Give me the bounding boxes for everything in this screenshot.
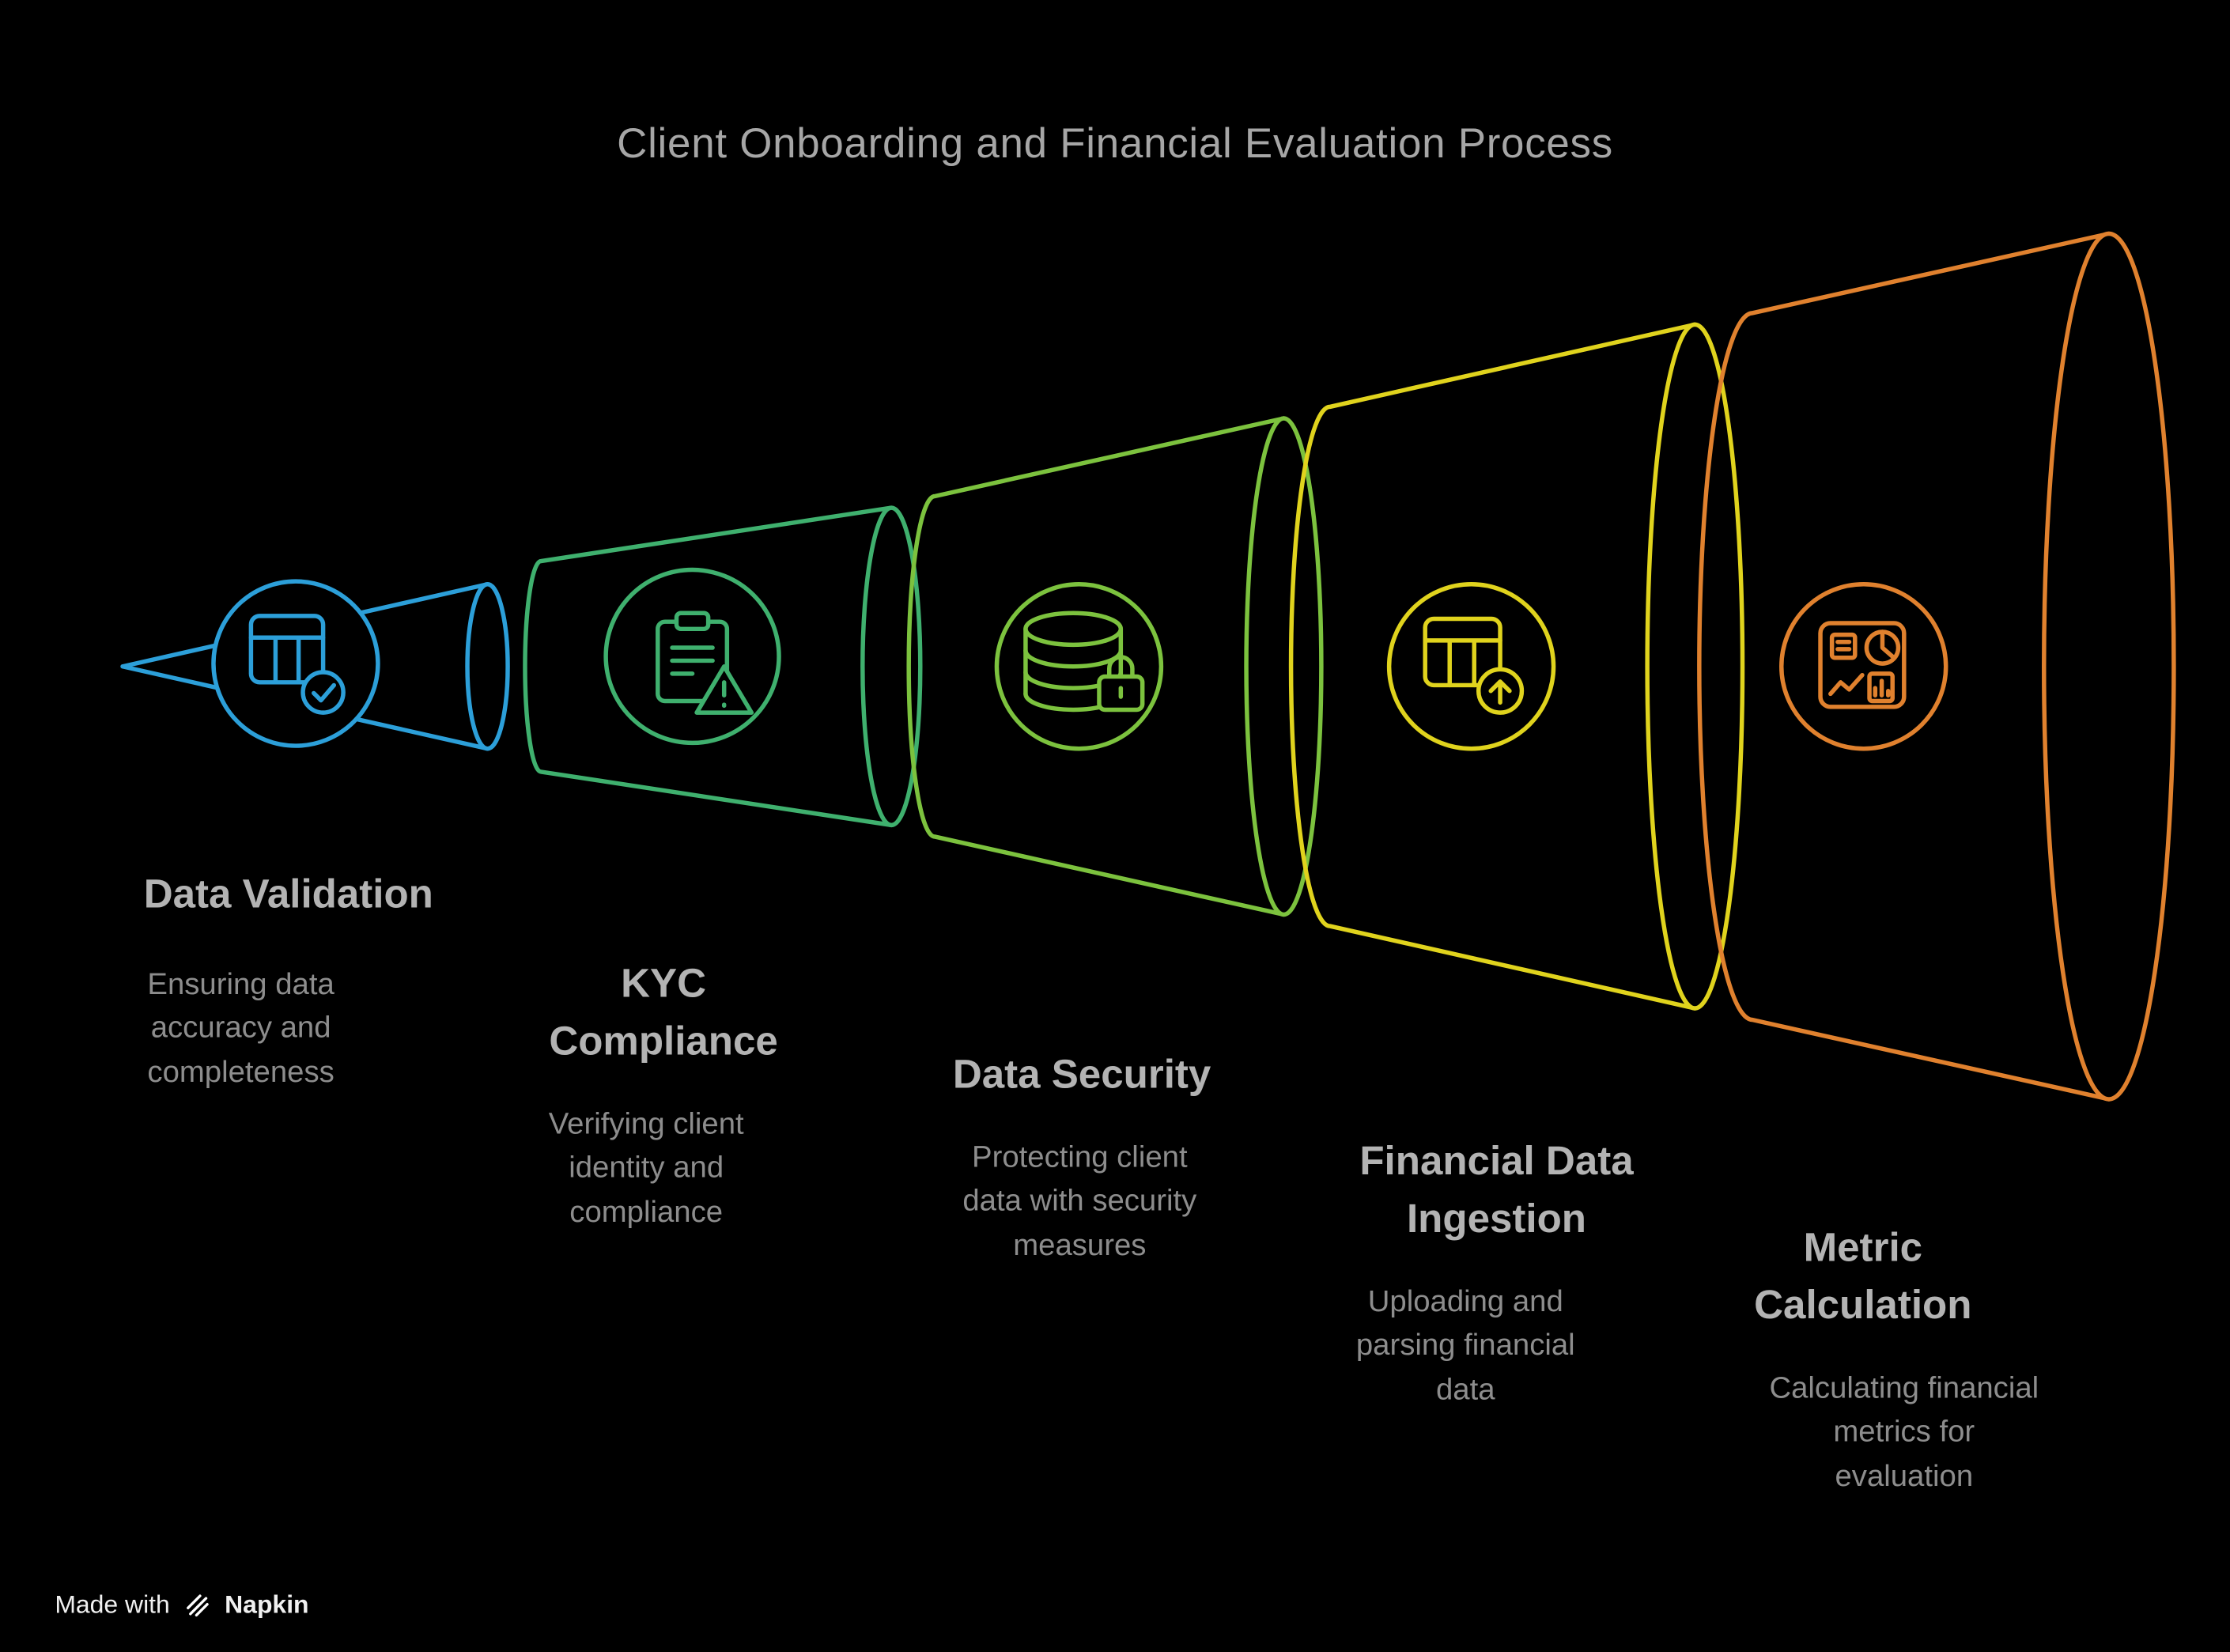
database-lock-icon bbox=[1023, 611, 1145, 713]
made-with-label: Made with bbox=[55, 1590, 170, 1619]
funnel-stage-kyc-compliance bbox=[523, 505, 923, 828]
stage-heading-metric-calculation: Metric Calculation bbox=[1754, 1224, 1972, 1327]
stage-description-financial-data-ingestion: Uploading and parsing financial data bbox=[1355, 1285, 1575, 1407]
metrics-report-icon bbox=[1818, 621, 1907, 709]
funnel-stage-metric-calculation bbox=[1697, 231, 2176, 1102]
funnel-stage-data-security bbox=[906, 416, 1324, 917]
stage-icon-circle bbox=[603, 567, 781, 746]
funnel-cone bbox=[1697, 231, 2111, 1102]
stage-heading-data-validation: Data Validation bbox=[143, 871, 433, 917]
funnel-cap-ellipse bbox=[465, 582, 510, 751]
funnel-cap-ellipse bbox=[1645, 322, 1745, 1011]
funnel-cap-ellipse bbox=[1244, 416, 1324, 917]
made-with-napkin-badge[interactable]: Made with Napkin bbox=[55, 1590, 308, 1620]
funnel-cone bbox=[1288, 322, 1698, 1011]
stage-description-metric-calculation: Calculating financial metrics for evalua… bbox=[1769, 1371, 2039, 1493]
stage-icon-circle bbox=[211, 579, 380, 748]
table-upload-icon bbox=[1423, 616, 1525, 715]
funnel-stage-data-validation bbox=[120, 579, 510, 751]
table-check-icon bbox=[248, 614, 346, 715]
funnel-stage-financial-data-ingestion bbox=[1288, 322, 1745, 1011]
funnel-cone bbox=[906, 416, 1287, 917]
stage-heading-kyc-compliance: KYC Compliance bbox=[549, 960, 778, 1063]
napkin-brand-label: Napkin bbox=[225, 1590, 309, 1619]
page-title: Client Onboarding and Financial Evaluati… bbox=[617, 121, 1613, 168]
stage-heading-financial-data-ingestion: Financial Data Ingestion bbox=[1359, 1138, 1634, 1241]
stage-description-data-validation: Ensuring data accuracy and completeness bbox=[147, 967, 334, 1089]
napkin-logo-icon bbox=[183, 1590, 211, 1619]
stage-icon-circle bbox=[1386, 582, 1556, 751]
funnel-cap-ellipse bbox=[2042, 231, 2176, 1102]
funnel-cap-ellipse bbox=[860, 505, 923, 828]
stage-description-kyc-compliance: Verifying client identity and compliance bbox=[548, 1107, 744, 1229]
stage-description-data-security: Protecting client data with security mea… bbox=[962, 1140, 1197, 1262]
stage-icon-circle bbox=[1779, 582, 1948, 751]
funnel-cone bbox=[523, 505, 894, 828]
clipboard-warning-icon bbox=[656, 611, 754, 715]
stage-heading-data-security: Data Security bbox=[952, 1051, 1211, 1097]
